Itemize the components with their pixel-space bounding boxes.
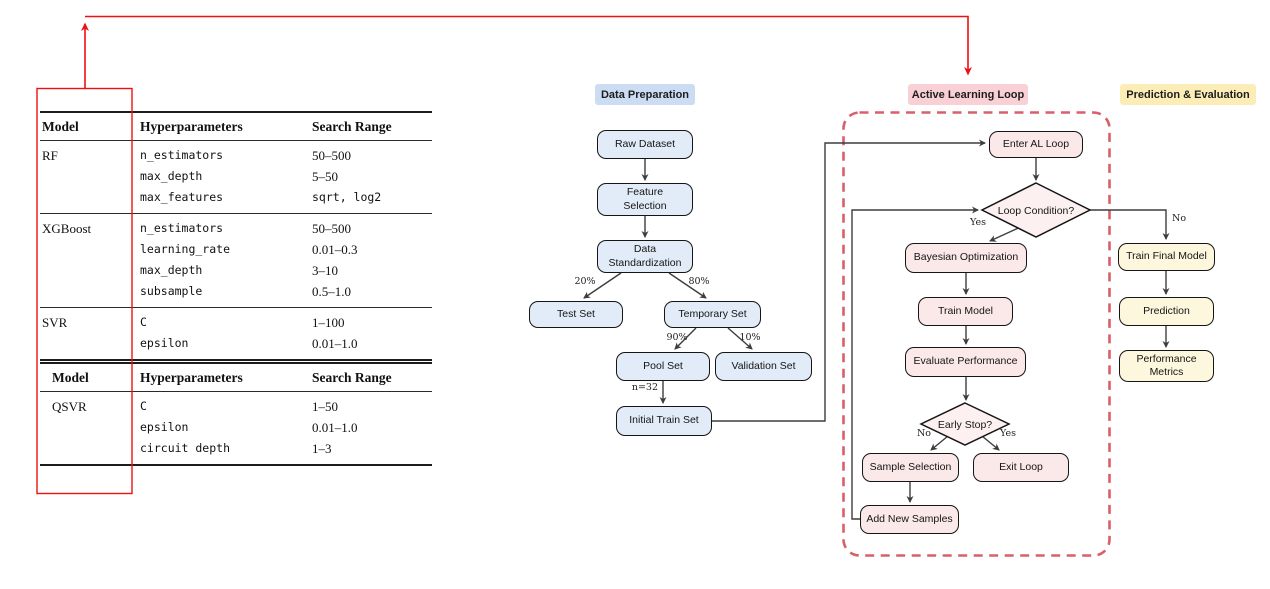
param-range: 0.5–1.0 xyxy=(312,284,351,299)
node-sample-selection: Sample Selection xyxy=(862,453,959,482)
table-header-row: Model Hyperparameters Search Range xyxy=(40,363,432,392)
node-feature-selection: Feature Selection xyxy=(597,183,693,216)
table-row: max_depth 5–50 xyxy=(40,166,432,187)
column-header-model: Model xyxy=(40,112,138,141)
edge-label-initial-train-count: n=32 xyxy=(631,382,658,393)
table-row: epsilon 0.01–1.0 xyxy=(40,333,432,360)
table-row: epsilon 0.01–1.0 xyxy=(40,417,432,438)
node-enter-al-loop: Enter AL Loop xyxy=(989,131,1083,158)
active-learning-loop-boundary xyxy=(842,111,1111,557)
param-name: learning_rate xyxy=(140,242,231,256)
red-arrow-to-active-learning xyxy=(85,15,972,76)
node-add-new-samples: Add New Samples xyxy=(860,505,959,534)
param-name: max_depth xyxy=(140,169,203,183)
node-pool-set: Pool Set xyxy=(616,352,710,381)
table-row: XGBoost n_estimators 50–500 xyxy=(40,214,432,240)
section-label-active-learning-loop: Active Learning Loop xyxy=(908,84,1028,105)
model-name: QSVR xyxy=(52,399,87,414)
param-name: subsample xyxy=(140,284,203,298)
column-header-search-range: Search Range xyxy=(310,112,432,141)
node-initial-train-set: Initial Train Set xyxy=(616,406,712,436)
edge-label-early-stop-yes: Yes xyxy=(1000,428,1016,439)
table-row: max_features sqrt, log2 xyxy=(40,187,432,214)
edge-loop-condition-yes-to-bayesian xyxy=(989,224,1026,242)
node-loop-condition-diamond xyxy=(980,182,1092,238)
table-row: circuit depth 1–3 xyxy=(40,438,432,465)
node-test-set: Test Set xyxy=(529,301,623,328)
param-range: sqrt, log2 xyxy=(312,190,382,204)
column-header-hyperparameters: Hyperparameters xyxy=(138,112,310,141)
param-name: n_estimators xyxy=(140,148,224,162)
param-name: n_estimators xyxy=(140,221,224,235)
hyperparameter-table-quantum: Model Hyperparameters Search Range QSVR … xyxy=(40,362,432,466)
table-row: max_depth 3–10 xyxy=(40,260,432,281)
hyperparameter-table-classical: Model Hyperparameters Search Range RF n_… xyxy=(40,111,432,361)
section-label-prediction-evaluation: Prediction & Evaluation xyxy=(1120,84,1256,105)
param-range: 0.01–1.0 xyxy=(312,336,358,351)
param-range: 1–100 xyxy=(312,315,345,330)
param-range: 0.01–1.0 xyxy=(312,420,358,435)
table-row: subsample 0.5–1.0 xyxy=(40,281,432,308)
edge-label-loop-condition-yes: Yes xyxy=(970,217,986,228)
param-range: 50–500 xyxy=(312,148,351,163)
edge-label-test-split: 20% xyxy=(574,276,596,287)
param-name: epsilon xyxy=(140,336,189,350)
node-raw-dataset: Raw Dataset xyxy=(597,130,693,159)
param-range: 5–50 xyxy=(312,169,338,184)
table-group-xgboost: XGBoost n_estimators 50–500 learning_rat… xyxy=(40,213,432,308)
node-prediction: Prediction xyxy=(1119,297,1214,326)
edge-label-early-stop-no: No xyxy=(916,428,932,439)
edge-label-validation-split: 10% xyxy=(739,332,761,343)
table-row: RF n_estimators 50–500 xyxy=(40,141,432,167)
model-name: XGBoost xyxy=(42,221,92,236)
node-validation-set: Validation Set xyxy=(715,352,812,381)
param-range: 50–500 xyxy=(312,221,351,236)
param-name: C xyxy=(140,399,147,413)
param-name: max_depth xyxy=(140,263,203,277)
section-label-data-preparation: Data Preparation xyxy=(595,84,695,105)
table-row: SVR C 1–100 xyxy=(40,308,432,334)
edge-label-loop-condition-no: No xyxy=(1172,213,1187,224)
node-evaluate-performance: Evaluate Performance xyxy=(905,347,1026,377)
table-group-qsvr: QSVR C 1–50 epsilon 0.01–1.0 circuit dep… xyxy=(40,392,432,466)
node-exit-loop: Exit Loop xyxy=(973,453,1069,482)
node-bayesian-optimization: Bayesian Optimization xyxy=(905,243,1027,273)
node-performance-metrics: Performance Metrics xyxy=(1119,350,1214,382)
model-name: RF xyxy=(42,148,58,163)
node-data-standardization: Data Standardization xyxy=(597,240,693,273)
param-range: 3–10 xyxy=(312,263,338,278)
table-group-svr: SVR C 1–100 epsilon 0.01–1.0 xyxy=(40,307,432,361)
param-name: circuit depth xyxy=(140,441,231,455)
node-train-final-model: Train Final Model xyxy=(1118,243,1215,271)
param-name: epsilon xyxy=(140,420,189,434)
node-train-model: Train Model xyxy=(918,297,1013,326)
node-temporary-set: Temporary Set xyxy=(664,301,761,328)
table-row: QSVR C 1–50 xyxy=(40,392,432,418)
table-header-row: Model Hyperparameters Search Range xyxy=(40,112,432,141)
table-row: learning_rate 0.01–0.3 xyxy=(40,239,432,260)
param-name: max_features xyxy=(140,190,224,204)
param-range: 1–3 xyxy=(312,441,332,456)
model-name: SVR xyxy=(42,315,68,330)
edge-label-temporary-split: 80% xyxy=(688,276,710,287)
column-header-hyperparameters: Hyperparameters xyxy=(138,363,310,392)
param-name: C xyxy=(140,315,147,329)
node-early-stop-label: Early Stop? xyxy=(938,419,992,431)
edge-loop-condition-no-to-final xyxy=(1090,209,1170,240)
param-range: 1–50 xyxy=(312,399,338,414)
column-header-model: Model xyxy=(40,363,138,392)
node-loop-condition-label: Loop Condition? xyxy=(998,205,1075,217)
param-range: 0.01–0.3 xyxy=(312,242,358,257)
column-header-search-range: Search Range xyxy=(310,363,432,392)
edge-label-pool-split: 90% xyxy=(666,332,688,343)
table-group-rf: RF n_estimators 50–500 max_depth 5–50 ma… xyxy=(40,141,432,214)
